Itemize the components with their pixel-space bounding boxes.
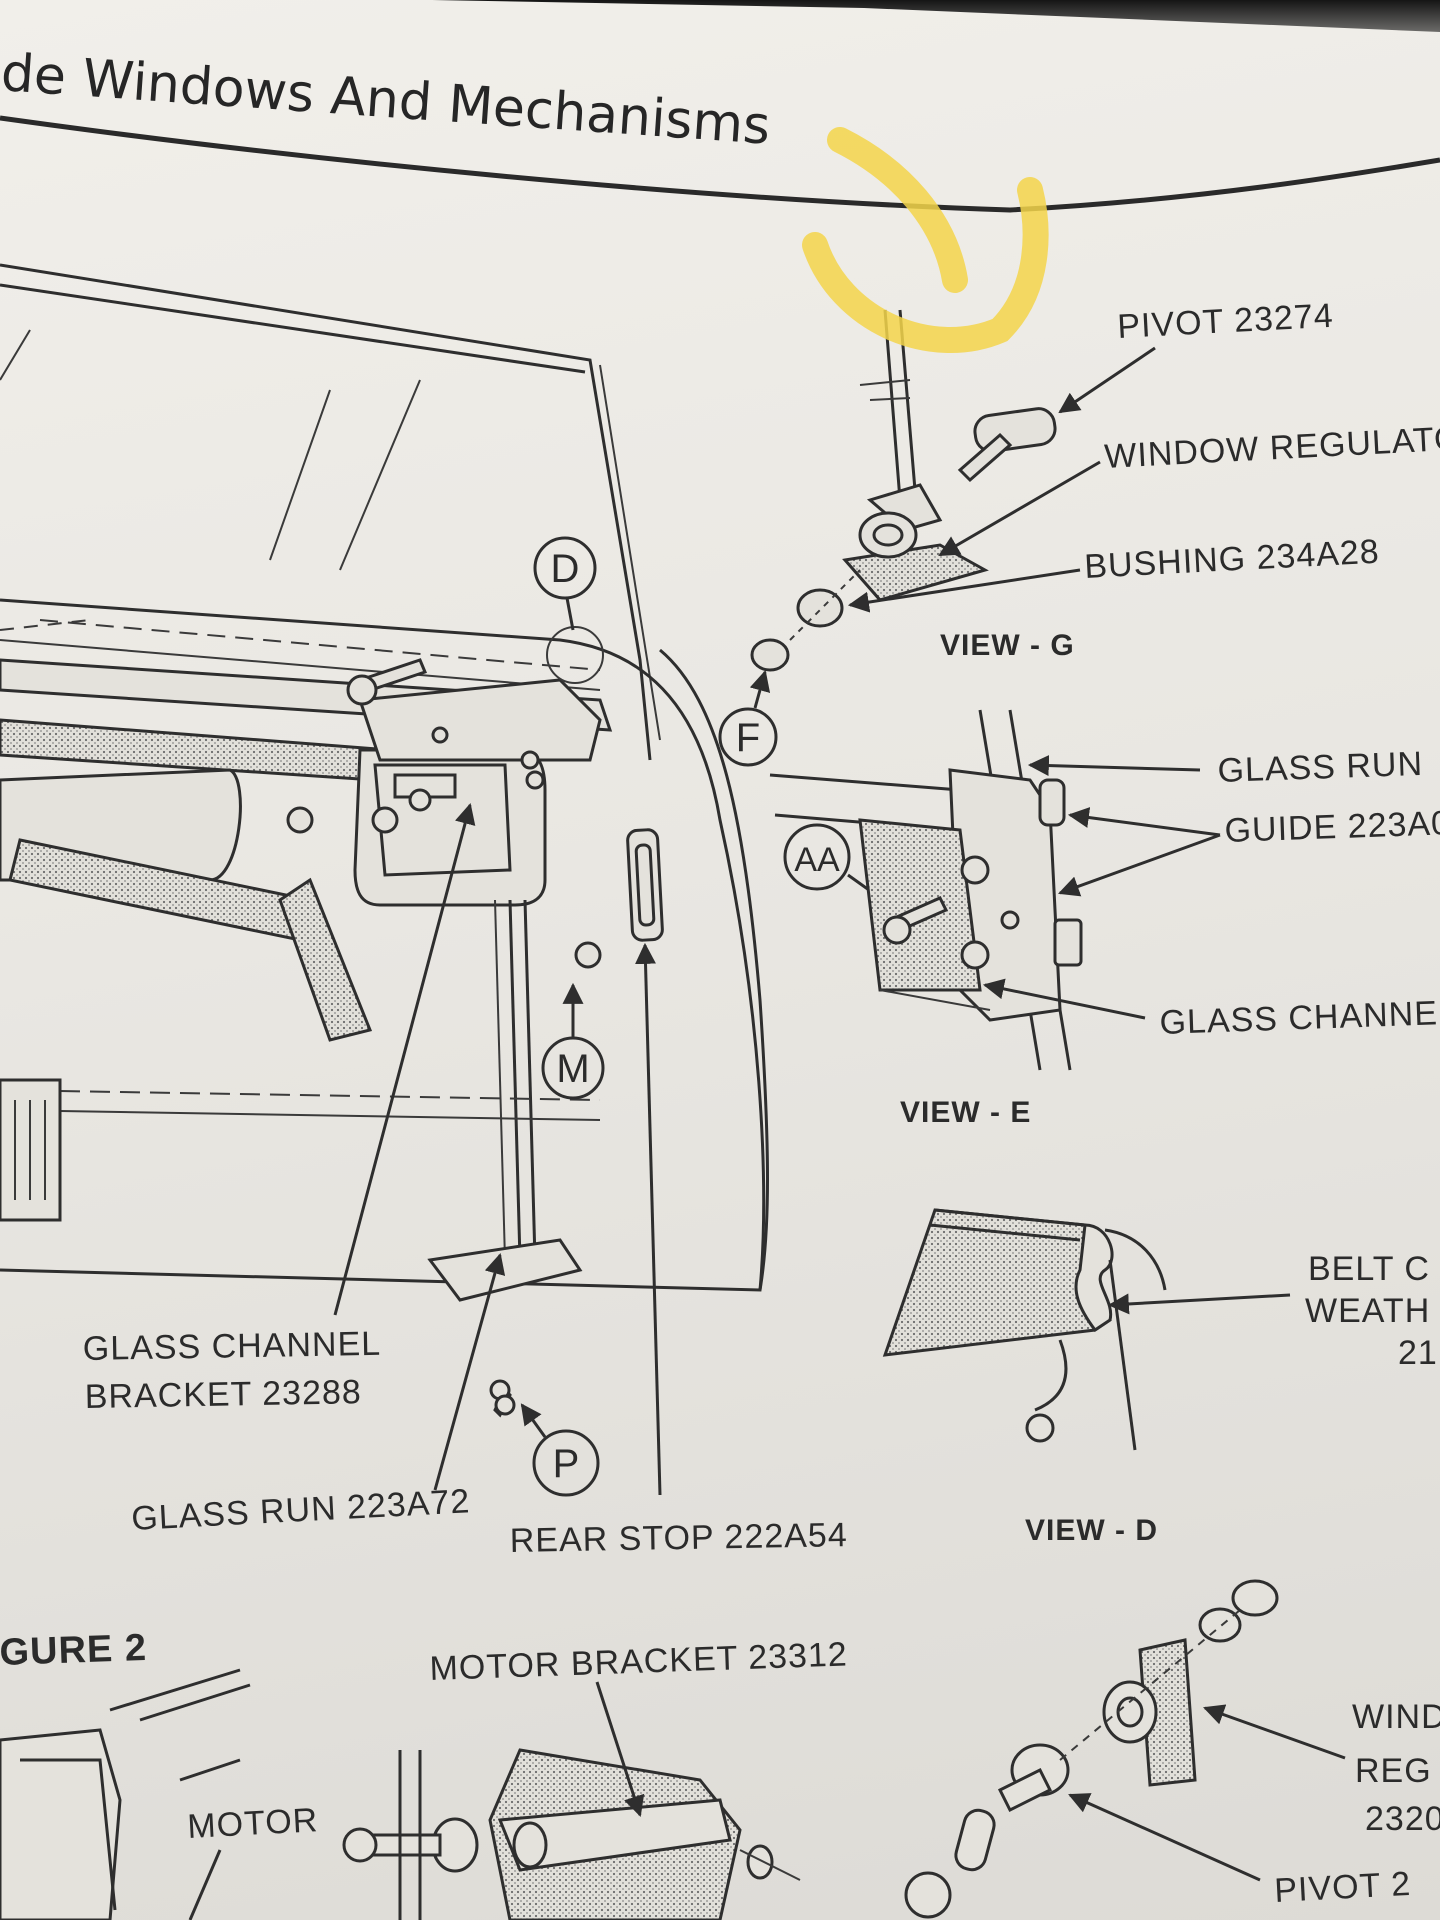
- label-window-regulator-top: WINDOW REGULATOR: [1103, 418, 1440, 476]
- label-pivot-bottom: PIVOT 2: [1273, 1865, 1412, 1910]
- reference-marker-f: F: [718, 669, 778, 767]
- highlighter-mark: [802, 127, 1049, 353]
- label-belt-2: WEATH: [1305, 1292, 1430, 1330]
- view-g-title: VIEW - G: [940, 629, 1075, 662]
- reference-marker-m: M: [541, 982, 605, 1100]
- view-g-detail: [750, 309, 1057, 672]
- screw-p: [489, 1379, 516, 1418]
- label-guide: GUIDE 223A0: [1224, 804, 1440, 850]
- label-belt-3: 21: [1398, 1334, 1438, 1372]
- svg-text:P: P: [553, 1442, 580, 1486]
- label-pivot-top: PIVOT 23274: [1116, 297, 1334, 346]
- label-motor: MOTOR: [186, 1801, 319, 1846]
- label-figure: GURE 2: [0, 1627, 148, 1674]
- section-header: de Windows And Mechanisms: [0, 43, 1440, 213]
- screw-bolt: [346, 658, 428, 706]
- label-glass-channel-bracket-1: GLASS CHANNEL: [82, 1325, 381, 1368]
- svg-text:AA: AA: [794, 841, 840, 879]
- callout-leaders: [188, 346, 1346, 1920]
- door-assembly: [0, 263, 769, 1418]
- view-titles: VIEW - G VIEW - E VIEW - D: [900, 629, 1158, 1547]
- view-d-detail: [882, 1208, 1167, 1451]
- label-glass-channel-bracket-2: BRACKET 23288: [84, 1373, 362, 1416]
- reference-marker-p: P: [520, 1403, 600, 1497]
- label-wind-2: REG: [1355, 1752, 1432, 1790]
- svg-text:M: M: [556, 1047, 589, 1091]
- screw-bolt: [286, 806, 399, 834]
- label-wind-1: WIND: [1352, 1698, 1440, 1736]
- page-title: de Windows And Mechanisms: [0, 43, 772, 157]
- svg-text:D: D: [551, 547, 580, 591]
- label-motor-bracket: MOTOR BRACKET 23312: [429, 1635, 848, 1688]
- label-rear-stop: REAR STOP 222A54: [509, 1516, 848, 1560]
- label-belt-1: BELT C: [1308, 1250, 1430, 1288]
- label-glass-channel-right: GLASS CHANNE: [1159, 994, 1439, 1042]
- svg-text:F: F: [736, 716, 760, 760]
- view-e-title: VIEW - E: [900, 1096, 1031, 1129]
- reference-marker-d: D: [533, 536, 597, 631]
- header-rule: [0, 115, 1440, 213]
- motor-bracket-detail: [342, 1748, 801, 1920]
- label-wind-3: 2320: [1365, 1800, 1440, 1838]
- label-glass-run-left: GLASS RUN 223A72: [130, 1482, 471, 1538]
- label-bushing: BUSHING 234A28: [1083, 533, 1380, 586]
- callout-labels: PIVOT 23274 WINDOW REGULATOR BUSHING 234…: [0, 297, 1440, 1910]
- view-d-title: VIEW - D: [1025, 1514, 1158, 1547]
- view-e-detail: [769, 709, 1083, 1071]
- label-glass-run-right: GLASS RUN: [1217, 745, 1424, 790]
- regulator-pivot-detail: [904, 1579, 1279, 1919]
- motor-detail: [0, 1668, 251, 1920]
